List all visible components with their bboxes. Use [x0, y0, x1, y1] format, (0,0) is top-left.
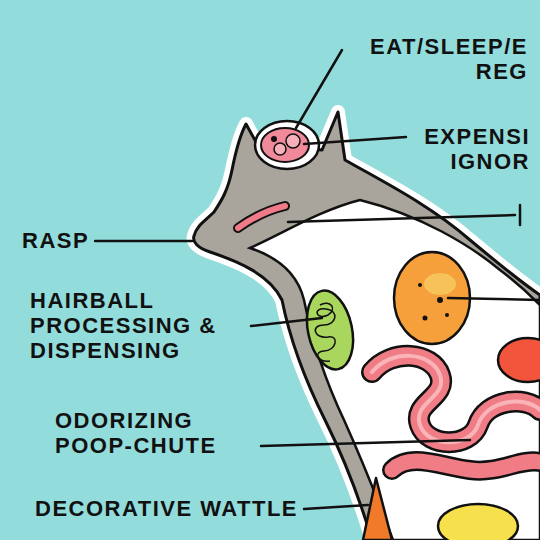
- brain-fold: [286, 134, 300, 148]
- part-label: DECORATIVE WATTLE: [35, 496, 298, 521]
- brain: [261, 128, 309, 162]
- leader-line: [304, 505, 368, 509]
- organ-dot: [423, 316, 428, 321]
- leader-line: [304, 137, 406, 144]
- rasp-outline: [238, 206, 285, 228]
- yellow-organ: [438, 504, 518, 540]
- part-label: RASP: [22, 228, 89, 253]
- part-label: EXPENSI IGNOR: [412, 124, 530, 174]
- skull-cavity: [255, 121, 319, 169]
- intestine: [392, 461, 540, 471]
- intestine-outline: [372, 356, 540, 442]
- hairball-scribble: [315, 303, 335, 361]
- organ-dot: [445, 313, 449, 317]
- leader-tick: [519, 205, 522, 225]
- wattle: [363, 478, 392, 540]
- organ-dot: [437, 297, 443, 303]
- part-label: ODORIZING POOP-CHUTE: [55, 408, 255, 458]
- leader-line: [261, 440, 470, 446]
- leader-line: [251, 318, 322, 326]
- part-label: HAIRBALL PROCESSING & DISPENSING: [30, 288, 245, 363]
- brain-dot: [271, 136, 277, 142]
- red-organ: [498, 338, 540, 382]
- intestine-outline: [392, 461, 540, 471]
- organ-highlight: [424, 273, 456, 295]
- intestine-highlight: [372, 356, 540, 442]
- part-label: EAT/SLEEP/E REG: [348, 34, 528, 84]
- cat-body: [194, 112, 540, 540]
- rasp-organ: [238, 206, 285, 228]
- leader-line: [95, 240, 192, 243]
- cat-halo: [194, 112, 540, 540]
- leader-line: [288, 215, 515, 222]
- hairball-organ: [300, 286, 360, 373]
- leader-line: [448, 298, 540, 300]
- intestine: [372, 356, 540, 442]
- leader-line: [296, 50, 342, 128]
- organ-dot: [418, 283, 422, 287]
- brain-fold: [274, 143, 286, 155]
- body-cavity: [250, 200, 540, 540]
